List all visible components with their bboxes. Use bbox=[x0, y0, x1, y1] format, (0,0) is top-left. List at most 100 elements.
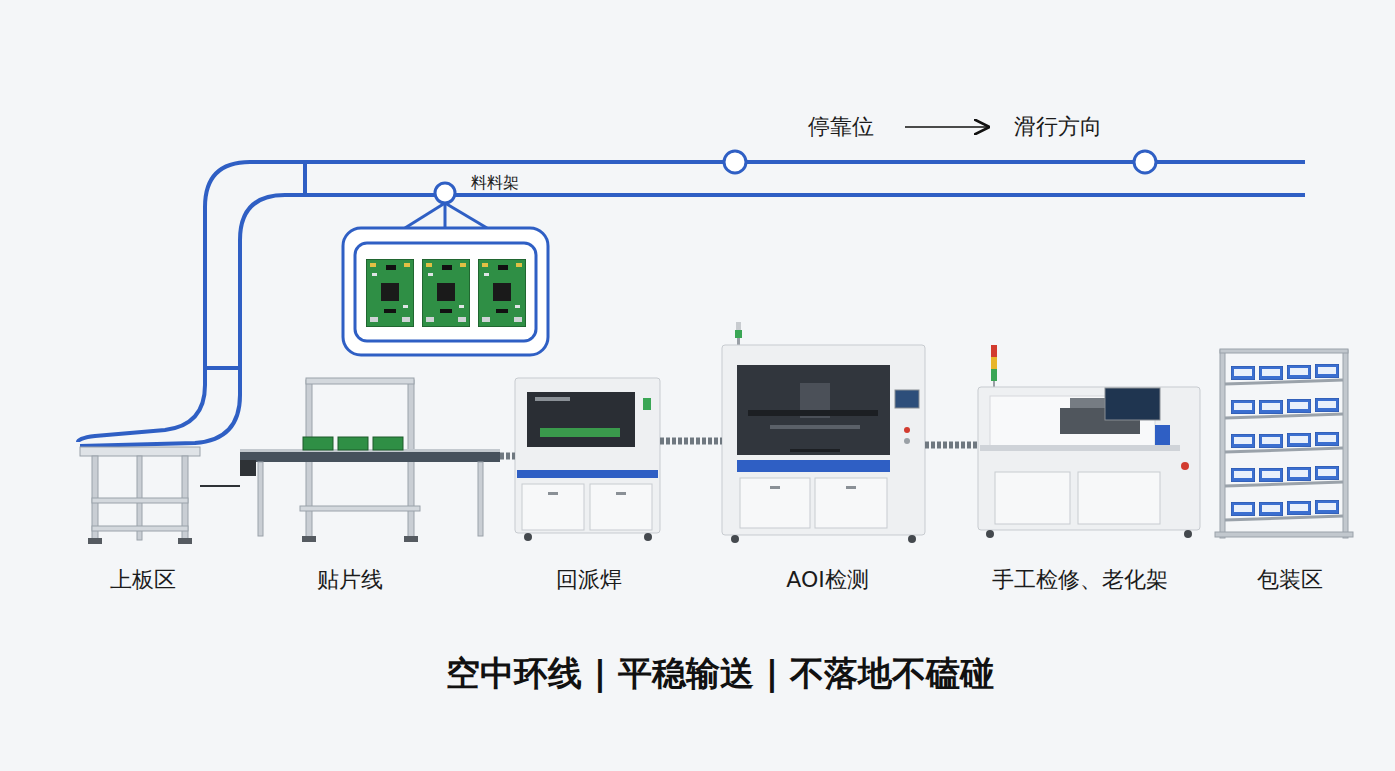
stop-position bbox=[1134, 151, 1156, 173]
cable-link bbox=[200, 485, 240, 487]
wheel bbox=[1184, 530, 1192, 538]
carrier-label: 料料架 bbox=[471, 172, 551, 194]
cabinet-door bbox=[995, 472, 1070, 524]
work-rail bbox=[980, 445, 1180, 451]
board-slot bbox=[790, 449, 840, 452]
station-box: 包装区 bbox=[1218, 348, 1350, 597]
tray bbox=[1287, 501, 1311, 515]
tray bbox=[1231, 468, 1255, 482]
tray bbox=[1315, 466, 1339, 480]
station-label: AOI检测 bbox=[698, 567, 958, 593]
wheel bbox=[644, 533, 652, 541]
rail-tie bbox=[205, 366, 240, 370]
inspection-rail bbox=[770, 425, 860, 429]
tray bbox=[1259, 502, 1283, 516]
overhead-rail bbox=[80, 195, 1305, 446]
machine-window bbox=[527, 392, 635, 447]
tray bbox=[1287, 467, 1311, 481]
blue-stripe bbox=[737, 460, 890, 472]
caption: 空中环线 | 平稳输送 | 不落地不磕碰 bbox=[220, 650, 1220, 696]
door-handle bbox=[616, 492, 626, 495]
rack-shelf bbox=[1225, 414, 1343, 418]
direction-label: 滑行方向 bbox=[1014, 112, 1102, 142]
pcb bbox=[478, 259, 526, 327]
machine-window bbox=[737, 365, 890, 455]
frame-bar bbox=[300, 506, 420, 511]
carrier-frame bbox=[343, 228, 548, 355]
pcb-on-conveyor bbox=[338, 437, 368, 450]
conveyor-link bbox=[925, 442, 978, 449]
conveyor-leg bbox=[258, 462, 263, 536]
carrier-box: 料料架 bbox=[343, 172, 549, 356]
rack-post bbox=[1220, 350, 1225, 538]
conveyor-link bbox=[660, 438, 722, 445]
wheel bbox=[908, 535, 916, 543]
tray bbox=[1231, 366, 1255, 380]
signal-light bbox=[736, 322, 741, 330]
pcb-on-conveyor bbox=[303, 437, 333, 450]
rail-tie bbox=[303, 162, 307, 195]
door-handle bbox=[548, 492, 558, 495]
overhead-rail bbox=[78, 162, 1305, 442]
stop-position bbox=[724, 151, 746, 173]
carrier-hook bbox=[435, 183, 455, 203]
table-foot bbox=[178, 538, 192, 544]
direction-label: 停靠位 bbox=[808, 112, 874, 142]
frame-bar bbox=[306, 378, 414, 384]
table-bar bbox=[92, 498, 188, 503]
blue-stripe bbox=[517, 470, 658, 478]
status-button bbox=[643, 398, 651, 410]
control-screen bbox=[895, 390, 919, 408]
signal-light bbox=[991, 369, 997, 381]
tray bbox=[1315, 364, 1339, 378]
station-label: 回派焊 bbox=[459, 567, 719, 593]
signal-light bbox=[735, 330, 742, 338]
pcb bbox=[366, 259, 414, 327]
rack-shelf bbox=[1225, 448, 1343, 452]
cabinet-door bbox=[522, 484, 584, 530]
hanger-wire bbox=[405, 203, 445, 228]
machine-body bbox=[722, 345, 925, 535]
table-foot bbox=[88, 538, 102, 544]
tray bbox=[1259, 400, 1283, 414]
tray bbox=[1259, 434, 1283, 448]
station-box: AOI检测 bbox=[722, 322, 925, 597]
tray bbox=[1315, 432, 1339, 446]
rack-shelf bbox=[1225, 380, 1343, 384]
station-box: 上板区 bbox=[80, 440, 200, 597]
carrier-inner-frame bbox=[355, 243, 536, 341]
cabinet-door bbox=[815, 478, 887, 528]
rack-bar bbox=[1215, 532, 1353, 537]
conveyor-link bbox=[500, 453, 515, 460]
wheel bbox=[731, 535, 739, 543]
station-label: 手工检修、老化架 bbox=[950, 567, 1210, 593]
control-button bbox=[904, 438, 910, 444]
control-button bbox=[904, 427, 910, 433]
tray bbox=[1231, 502, 1255, 516]
station-label: 贴片线 bbox=[220, 567, 480, 593]
machine-body bbox=[515, 378, 660, 533]
stop-button bbox=[1181, 462, 1189, 470]
machine-body bbox=[978, 387, 1200, 530]
station-label: 包装区 bbox=[1160, 567, 1395, 593]
conveyor-rail bbox=[240, 449, 500, 452]
direction-arrow bbox=[905, 126, 988, 128]
frame-foot bbox=[404, 536, 418, 542]
frame-foot bbox=[302, 536, 316, 542]
hanger-wire bbox=[444, 203, 447, 228]
tray bbox=[1287, 365, 1311, 379]
tray bbox=[1287, 399, 1311, 413]
signal-light bbox=[991, 357, 997, 369]
conveyor-belt bbox=[240, 452, 500, 462]
rack-post bbox=[1343, 350, 1348, 538]
inspection-rail bbox=[748, 410, 878, 416]
hanger-wire bbox=[445, 203, 487, 228]
rack-shelf bbox=[1225, 482, 1343, 486]
pcb-in-oven bbox=[540, 428, 620, 437]
cabinet-door bbox=[740, 478, 810, 528]
tray bbox=[1287, 433, 1311, 447]
signal-light bbox=[991, 345, 997, 357]
conveyor-leg bbox=[478, 462, 483, 536]
station-label: 上板区 bbox=[13, 567, 273, 593]
